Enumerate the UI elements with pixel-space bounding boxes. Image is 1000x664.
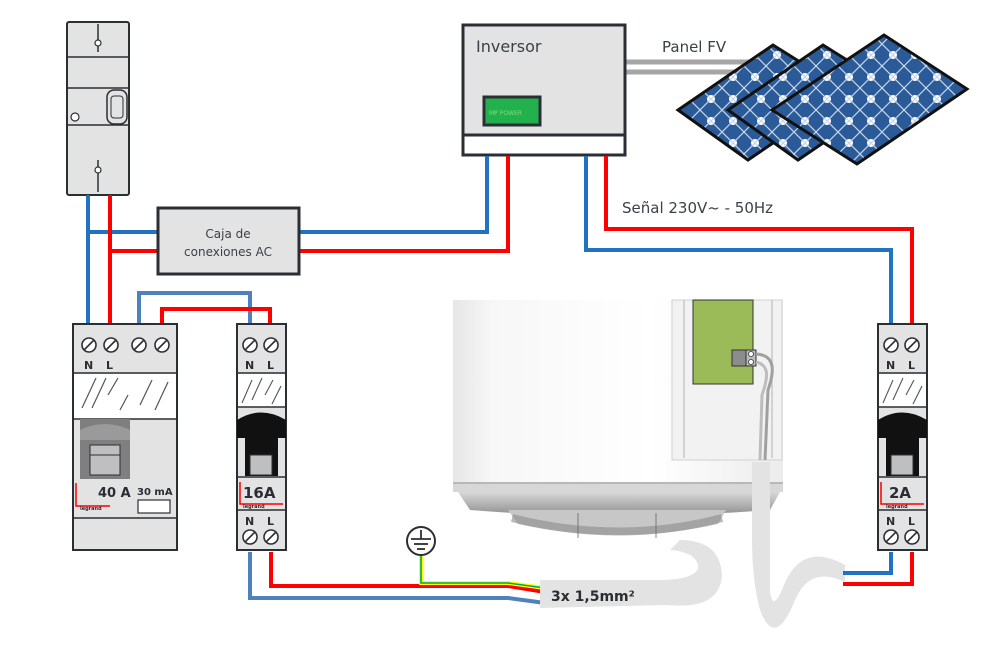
cable-label-band: [540, 580, 668, 608]
diff-sensitivity: 30 mA: [137, 487, 173, 498]
solar-panel-array: [675, 33, 970, 166]
wire-heater-phase: [843, 552, 914, 586]
inverter-display: [482, 95, 542, 127]
junction-box: [156, 206, 301, 276]
b2-rating: 2A: [889, 484, 911, 502]
wire-signal-phase: [604, 156, 914, 326]
diff-rating: 40 A: [98, 486, 131, 501]
b16-terminal-top-l: L: [267, 359, 274, 372]
wire-phase-main: [108, 156, 510, 328]
diff-terminal-l: L: [106, 359, 113, 372]
differential-breaker: [72, 323, 178, 551]
b16-brand: legrand: [243, 504, 265, 510]
breaker-2a: [877, 323, 928, 551]
diff-terminal-n: N: [84, 359, 93, 372]
b2-brand: legrand: [886, 504, 908, 510]
junction-box-label-2: conexiones AC: [184, 245, 272, 259]
b16-terminal-bottom-l: L: [267, 515, 274, 528]
cable-label: 3x 1,5mm²: [551, 589, 635, 605]
inverter-label: Inversor: [476, 37, 542, 56]
earth-ground-icon: [406, 526, 436, 556]
inverter-display-text: MP POWER: [489, 110, 522, 117]
panel-label: Panel FV: [662, 38, 727, 56]
b16-terminal-top-n: N: [245, 359, 254, 372]
b16-terminal-bottom-n: N: [245, 515, 254, 528]
wire-output-phase: [269, 552, 546, 594]
control-board: [692, 299, 754, 385]
wire-signal-neutral: [584, 156, 893, 326]
solar-panel-3: [769, 33, 970, 166]
water-heater: [453, 299, 783, 538]
diff-brand: legrand: [80, 506, 102, 512]
cable-sleeve: [752, 462, 845, 628]
b2-terminal-bottom-n: N: [886, 515, 895, 528]
terminal-block: [731, 349, 747, 367]
wire-neutral-main: [86, 156, 489, 328]
wire-jumper-phase: [160, 307, 272, 328]
signal-label: Señal 230V~ - 50Hz: [622, 199, 773, 217]
wire-output-neutral: [248, 552, 546, 605]
inverter: MP POWER: [461, 23, 627, 157]
junction-box-label-1: Caja de: [205, 227, 250, 241]
breaker-16a: [236, 323, 287, 551]
b2-terminal-top-l: L: [908, 359, 915, 372]
wire-heater-neutral: [843, 552, 893, 575]
b2-terminal-top-n: N: [886, 359, 895, 372]
wire-earth-stripe: [420, 556, 546, 589]
b16-rating: 16A: [243, 484, 276, 502]
b2-terminal-bottom-l: L: [908, 515, 915, 528]
meter: [66, 21, 130, 196]
